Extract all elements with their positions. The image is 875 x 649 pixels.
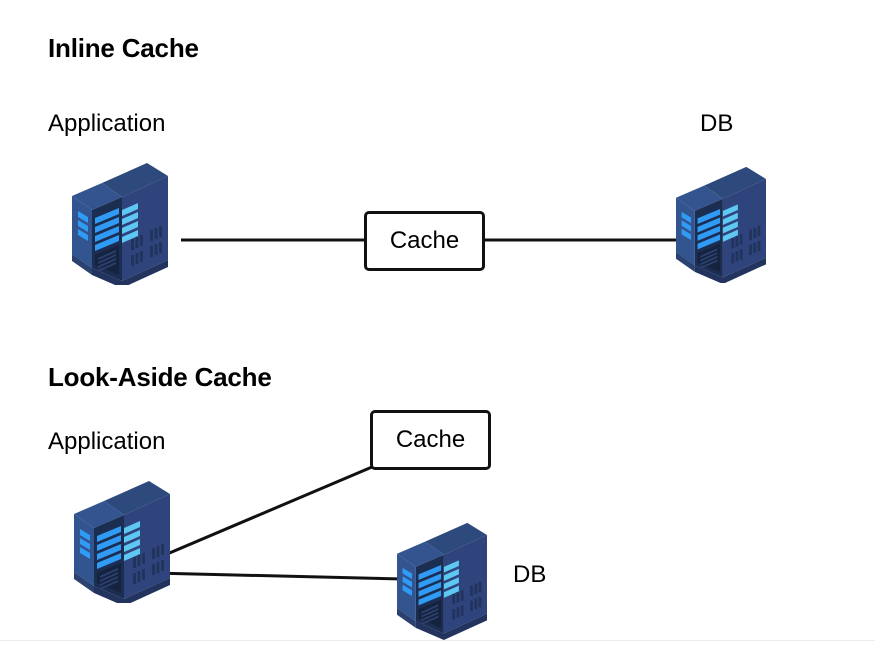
- node-label-db: DB: [700, 110, 734, 137]
- bottom-divider: [0, 640, 875, 641]
- edge-application2-to-db2: [152, 571, 404, 581]
- node-label-application: Application: [48, 110, 166, 137]
- cache-box-inline[interactable]: Cache: [364, 211, 485, 271]
- section-title-inline-cache: Inline Cache: [48, 33, 199, 63]
- server-icon-db: [676, 165, 766, 283]
- server-icon-db-2: [397, 520, 487, 640]
- server-icon-application-2: [74, 481, 170, 603]
- server-icon-application: [72, 163, 168, 285]
- cache-box-label-2: Cache: [395, 426, 466, 453]
- cache-box-label: Cache: [389, 227, 460, 254]
- cache-box-look-aside[interactable]: Cache: [370, 410, 491, 470]
- section-title-look-aside-cache: Look-Aside Cache: [48, 362, 272, 392]
- node-label-db-2: DB: [513, 561, 547, 588]
- edge-application2-to-cache2: [152, 465, 373, 562]
- node-label-application-2: Application: [48, 428, 166, 455]
